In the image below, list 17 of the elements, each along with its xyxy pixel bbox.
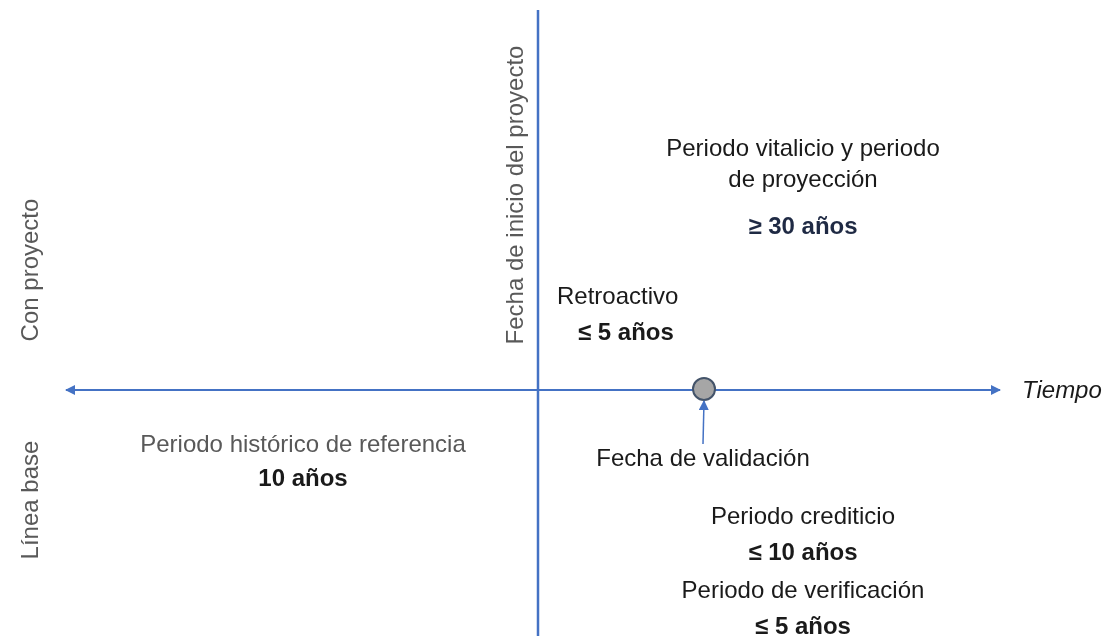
period-label: Periodo histórico de referencia: [140, 429, 466, 459]
axis-label: Tiempo: [1022, 375, 1102, 405]
period-label: Retroactivo: [557, 281, 679, 311]
duration-label: ≥ 30 años: [748, 211, 858, 241]
duration-label: 10 años: [258, 463, 348, 493]
period-label: Periodo crediticio: [710, 501, 896, 531]
duration-label: ≤ 5 años: [755, 611, 851, 641]
duration-label: ≤ 5 años: [578, 317, 674, 347]
duration-label: ≤ 10 años: [748, 537, 858, 567]
axis-label: Con proyecto: [15, 198, 45, 342]
milestone-marker: [692, 377, 716, 401]
period-label: Periodo vitalicio y periodo de proyección: [665, 133, 941, 195]
axis-label: Línea base: [15, 440, 45, 560]
milestone-label: Fecha de validación: [596, 442, 810, 474]
axis-label: Fecha de inicio del proyecto: [500, 45, 530, 345]
period-label: Periodo de verificación: [681, 575, 925, 605]
leader-arrow: [698, 400, 709, 445]
